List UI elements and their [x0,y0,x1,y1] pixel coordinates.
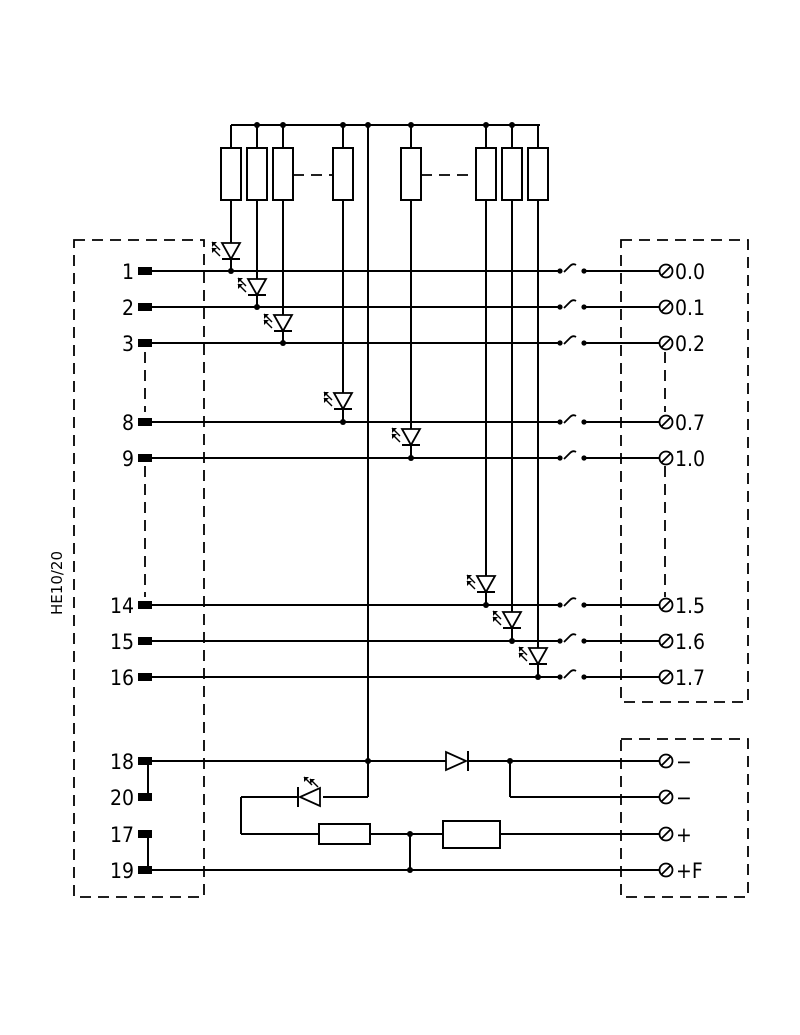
connector-pins [138,267,152,874]
terminal-label-minus-1: − [676,750,692,774]
pin-label-9: 9 [122,447,134,471]
resistor-r8 [400,147,422,201]
power-led [297,786,321,808]
pin-label-15: 15 [110,630,134,654]
pin-label-17: 17 [110,823,134,847]
he10-connector-outline [73,239,205,898]
resistor-r14 [501,147,523,201]
protection-diode [445,750,469,772]
pin-label-20: 20 [110,786,134,810]
resistor-r7 [332,147,354,201]
pin-label-16: 16 [110,666,134,690]
terminal-label-0-7: 0.7 [675,411,705,435]
terminal-labels: 0.0 0.1 0.2 0.7 1.0 1.5 1.6 1.7 − − + +F [675,260,705,883]
terminal-label-0-1: 0.1 [675,296,705,320]
pin-label-8: 8 [122,411,134,435]
io-terminal-block-outline [620,239,749,703]
power-section [147,750,660,873]
switch-contacts [556,263,588,681]
pin-label-18: 18 [110,750,134,774]
terminal-screws [658,263,674,878]
terminal-label-plus: + [676,823,692,847]
terminal-label-1-5: 1.5 [675,594,705,618]
terminal-label-0-0: 0.0 [675,260,705,284]
power-terminal-block-outline [620,738,749,898]
connector-label: HE10/20 [48,551,66,615]
terminal-label-1-6: 1.6 [675,630,705,654]
pin-label-19: 19 [110,859,134,883]
enclosure-outlines [73,239,749,898]
signal-lines [152,270,660,678]
terminal-label-0-2: 0.2 [675,332,705,356]
resistor-r2 [272,147,294,201]
terminal-label-1-7: 1.7 [675,666,705,690]
pin-label-3: 3 [122,332,134,356]
resistor-array [220,147,549,201]
pin-label-1: 1 [122,260,134,284]
pin-labels: 1 2 3 8 9 14 15 16 18 20 17 19 [110,260,134,883]
common-bus [230,122,540,797]
terminal-label-1-0: 1.0 [675,447,705,471]
fuse [442,820,501,849]
resistor-r0 [220,147,242,201]
resistor-r13 [475,147,497,201]
pin-label-2: 2 [122,296,134,320]
terminal-label-plus-f: +F [676,859,703,883]
resistor-r1 [246,147,268,201]
power-led-resistor [318,823,371,845]
led-indicators [211,200,548,680]
resistor-r15 [527,147,549,201]
pin-label-14: 14 [110,594,134,618]
terminal-label-minus-2: − [676,786,692,810]
